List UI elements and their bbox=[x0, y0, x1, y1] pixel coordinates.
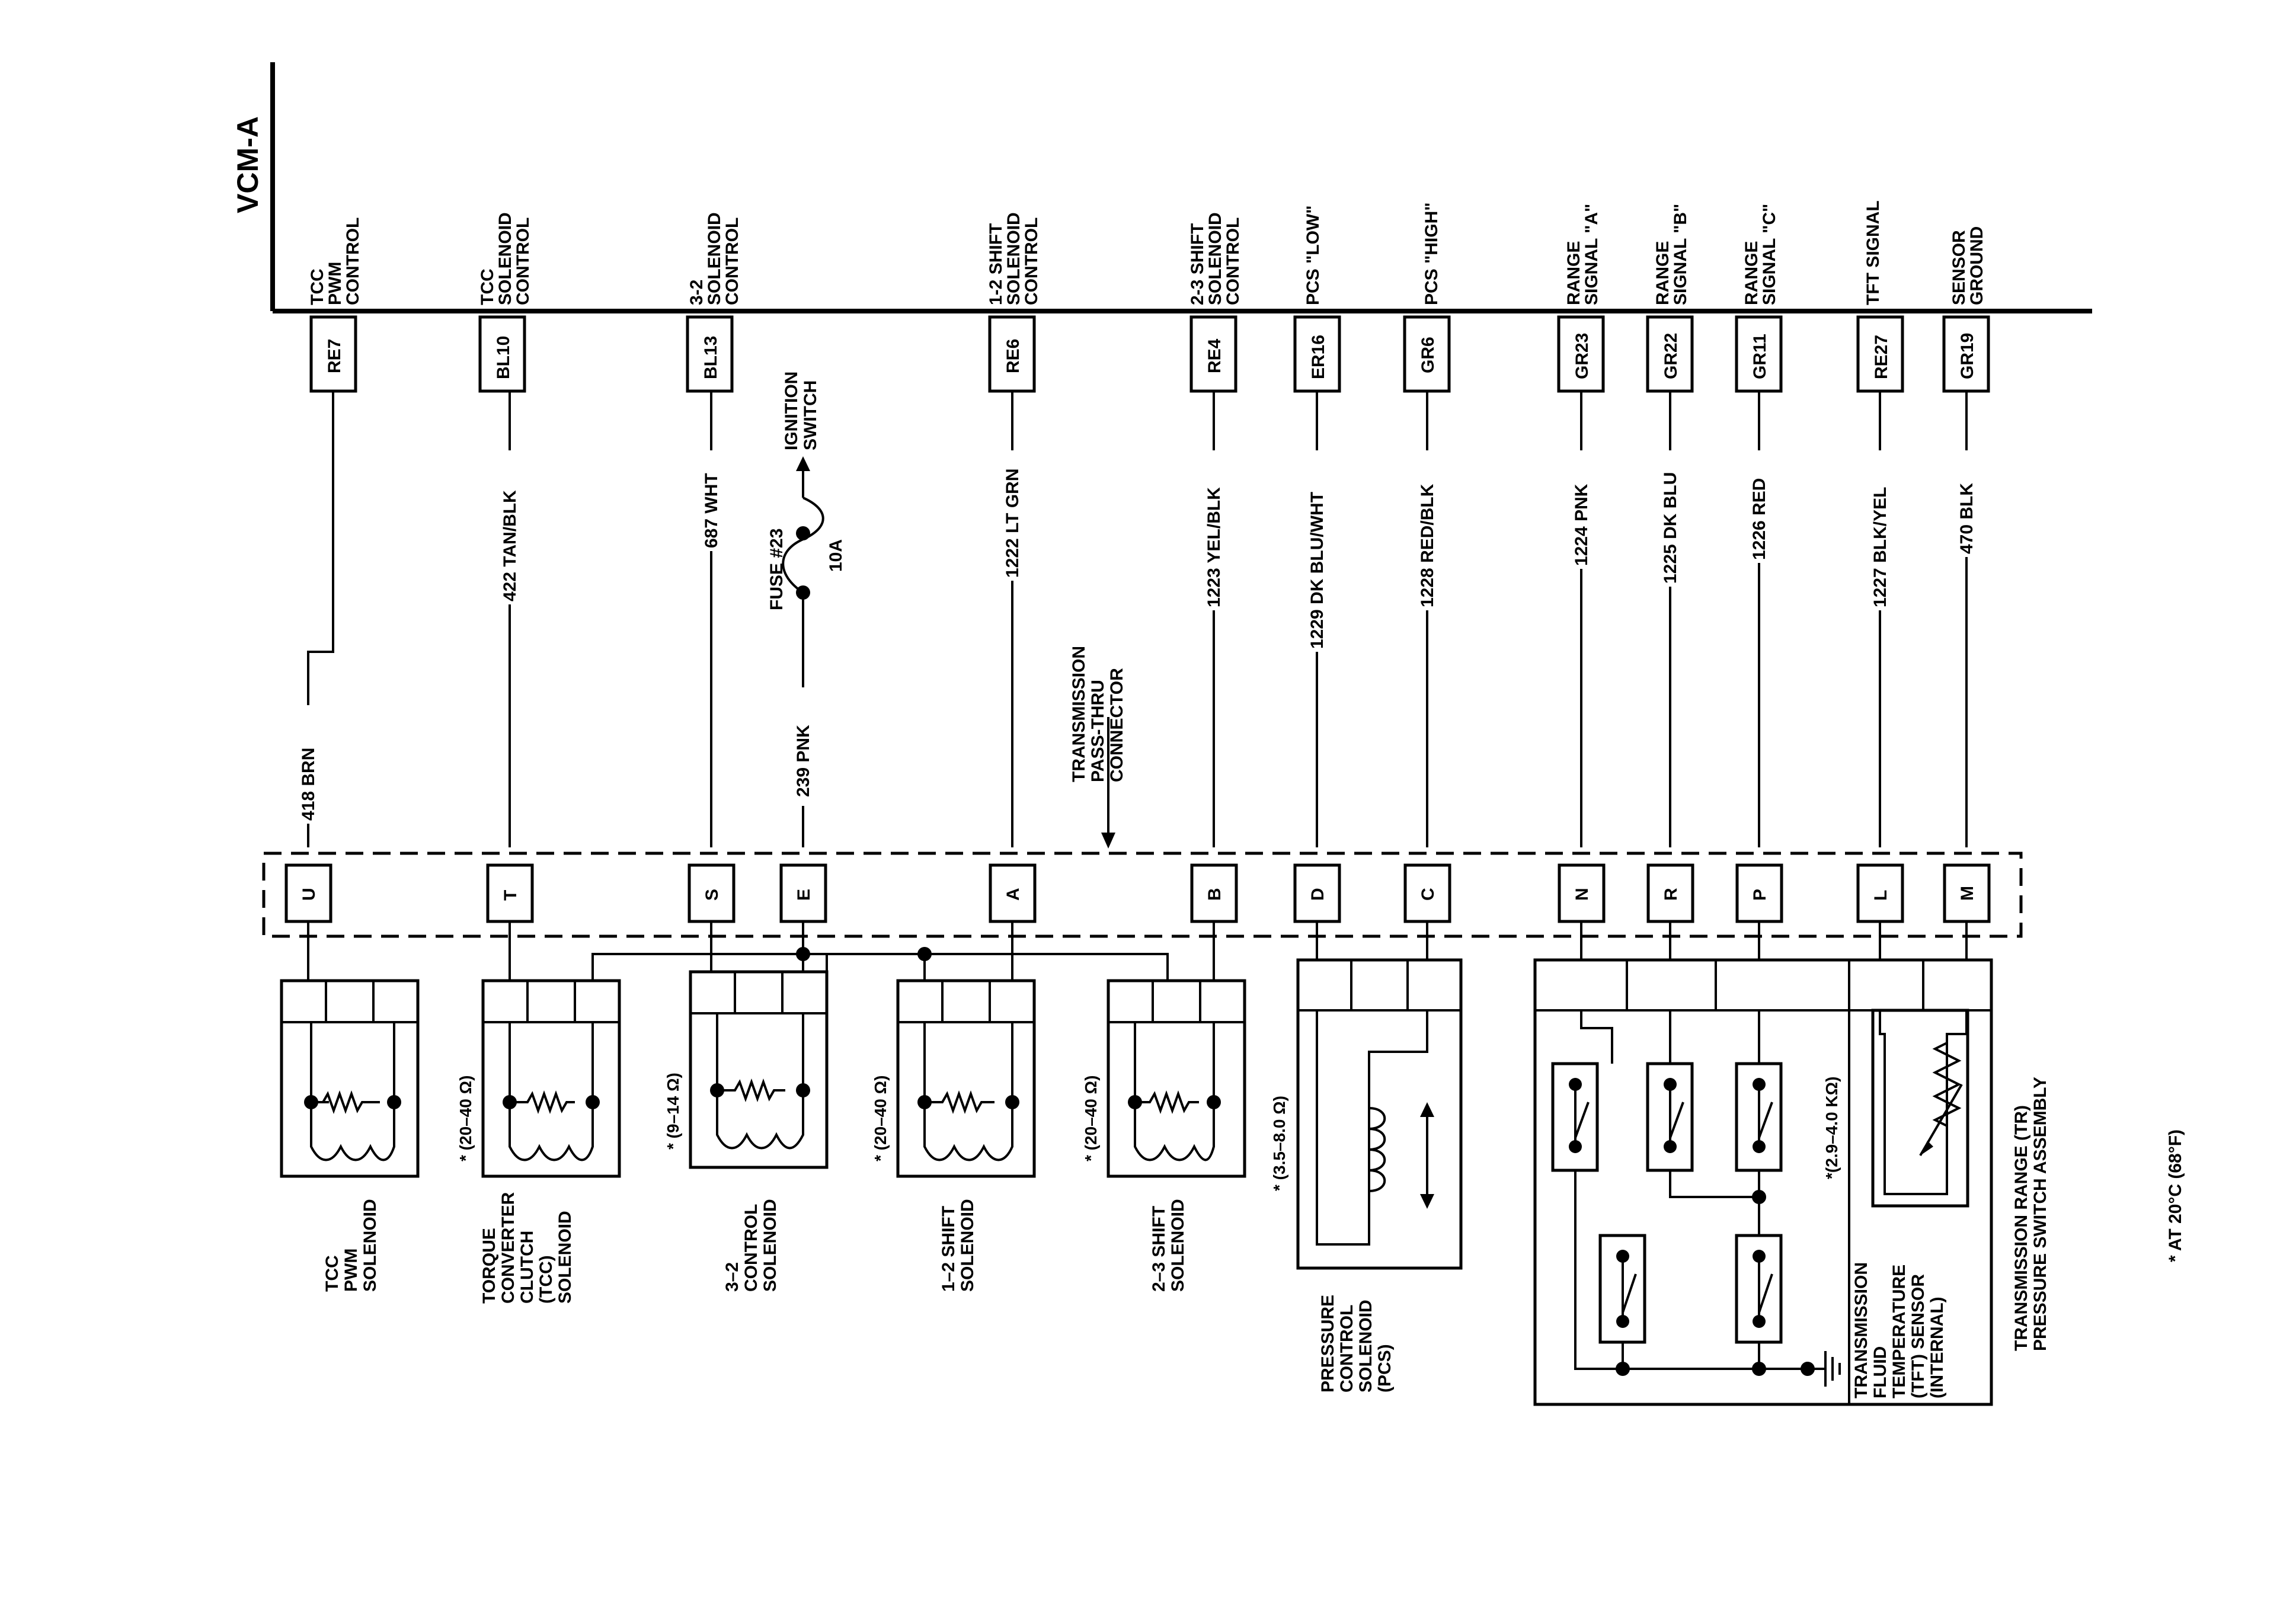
svg-text:E: E bbox=[794, 889, 814, 901]
wire-label: 422 TAN/BLK bbox=[500, 490, 520, 601]
wire-label: 239 PNK bbox=[794, 725, 813, 797]
terminal-label: 2-3 SHIFTSOLENOIDCONTROL bbox=[1188, 212, 1243, 305]
svg-text:T: T bbox=[501, 890, 520, 901]
module-pins: RE7 BL10 BL13 RE6 RE4 ER16 GR6 GR23 GR22… bbox=[309, 315, 1990, 393]
terminal-label: SENSORGROUND bbox=[1949, 226, 1987, 305]
ignition-switch-label: IGNITIONSWITCH bbox=[782, 372, 820, 450]
sol-3-2-solenoid: * (9–14 Ω) 3–2CONTROLSOLENOID bbox=[664, 970, 829, 1292]
wires bbox=[307, 391, 1968, 847]
svg-text:TCCPWMSOLENOID: TCCPWMSOLENOID bbox=[322, 1199, 380, 1292]
svg-text:* (20–40 Ω): * (20–40 Ω) bbox=[871, 1076, 890, 1161]
pin-label: RE6 bbox=[1003, 339, 1023, 373]
svg-text:U: U bbox=[299, 888, 319, 901]
wire-label: 1223 YEL/BLK bbox=[1204, 487, 1224, 607]
fuse-label: FUSE #23 bbox=[767, 529, 786, 610]
wire-label: 687 WHT bbox=[702, 473, 721, 548]
pin-label: GR23 bbox=[1572, 333, 1592, 379]
wire-label: 1228 RED/BLK bbox=[1418, 484, 1437, 607]
passthru-connector bbox=[262, 852, 2023, 938]
terminal-label: TCCSOLENOIDCONTROL bbox=[478, 212, 533, 305]
wire-label: 1222 LT GRN bbox=[1003, 469, 1022, 578]
terminal-labels: TCCPWMCONTROL TCCSOLENOIDCONTROL 3-2SOLE… bbox=[308, 200, 1987, 305]
svg-text:TRANSMISSION RANGE (TR)PRESSUR: TRANSMISSION RANGE (TR)PRESSURE SWITCH A… bbox=[2012, 1077, 2050, 1351]
terminal-label: RANGESIGNAL "A" bbox=[1564, 204, 1601, 305]
svg-text:D: D bbox=[1308, 888, 1328, 901]
pin-label: RE27 bbox=[1872, 335, 1891, 379]
lower-wires bbox=[307, 921, 1968, 981]
svg-text:* (9–14 Ω): * (9–14 Ω) bbox=[664, 1073, 682, 1150]
pcs-solenoid: * (3.5–8.0 Ω) PRESSURECONTROLSOLENOID(PC… bbox=[1270, 958, 1463, 1393]
svg-text:S: S bbox=[702, 889, 722, 901]
pin-label: GR22 bbox=[1661, 333, 1681, 379]
svg-text:* (20–40 Ω): * (20–40 Ω) bbox=[456, 1076, 475, 1161]
svg-text:L: L bbox=[1871, 890, 1891, 901]
wire-label: 1226 RED bbox=[1750, 478, 1769, 560]
pin-label: GR19 bbox=[1958, 333, 1977, 379]
pin-label: GR11 bbox=[1750, 334, 1770, 379]
terminal-label: PCS "HIGH" bbox=[1422, 203, 1441, 305]
pin-label: ER16 bbox=[1309, 335, 1328, 379]
tcc-pwm-solenoid: TCCPWMSOLENOID bbox=[280, 979, 420, 1292]
svg-text:A: A bbox=[1003, 888, 1023, 901]
terminal-label: 1-2 SHIFTSOLENOIDCONTROL bbox=[986, 212, 1041, 305]
wire-label: 418 BRN bbox=[299, 748, 318, 821]
svg-text:P: P bbox=[1750, 889, 1770, 901]
footnote: * AT 20°C (68°F) bbox=[2166, 1129, 2185, 1262]
svg-text:PRESSURECONTROLSOLENOID(PCS): PRESSURECONTROLSOLENOID(PCS) bbox=[1318, 1295, 1395, 1393]
wire-label: 1229 DK BLU/WHT bbox=[1307, 492, 1327, 649]
fuse-rating: 10A bbox=[826, 539, 846, 572]
wire-label: 470 BLK bbox=[1957, 483, 1977, 554]
svg-text:* (3.5–8.0 Ω): * (3.5–8.0 Ω) bbox=[1270, 1096, 1288, 1191]
terminal-label: RANGESIGNAL "C" bbox=[1742, 204, 1779, 305]
passthru-pins: U T S E A B D C N R P L M bbox=[284, 863, 1991, 923]
terminal-label: TCCPWMCONTROL bbox=[308, 217, 363, 305]
wire-label: 1227 BLK/YEL bbox=[1870, 487, 1890, 607]
pin-label: RE4 bbox=[1205, 338, 1224, 373]
svg-text:*(2.9–4.0 KΩ): *(2.9–4.0 KΩ) bbox=[1822, 1077, 1841, 1179]
wire-label: 1225 DK BLU bbox=[1661, 472, 1680, 584]
svg-text:N: N bbox=[1572, 888, 1592, 901]
terminal-label: RANGESIGNAL "B" bbox=[1653, 204, 1690, 305]
passthru-label: TRANSMISSIONPASS-THRUCONNECTOR bbox=[1069, 646, 1127, 782]
svg-text:* (20–40 Ω): * (20–40 Ω) bbox=[1082, 1076, 1100, 1161]
pin-label: GR6 bbox=[1418, 337, 1438, 373]
pin-label: RE7 bbox=[325, 339, 344, 373]
sol-2-3-solenoid: * (20–40 Ω) 2–3 SHIFTSOLENOID bbox=[1082, 979, 1246, 1292]
pin-label: BL13 bbox=[701, 336, 721, 379]
terminal-label: TFT SIGNAL bbox=[1863, 200, 1883, 305]
svg-text:R: R bbox=[1661, 888, 1681, 901]
tr-switch-assembly: *(2.9–4.0 KΩ) TRANSMISSIONFLUIDTEMPERATU… bbox=[1533, 958, 2050, 1406]
wire-labels: 418 BRN 422 TAN/BLK 687 WHT 239 PNK 1222… bbox=[296, 450, 1978, 824]
tcc-solenoid: * (20–40 Ω) TORQUECONVERTERCLUTCH(TCC)SO… bbox=[456, 979, 621, 1304]
terminal-label: PCS "LOW" bbox=[1303, 206, 1323, 305]
svg-text:M: M bbox=[1958, 886, 1977, 901]
svg-text:1–2 SHIFTSOLENOID: 1–2 SHIFTSOLENOID bbox=[939, 1199, 977, 1292]
svg-text:B: B bbox=[1205, 888, 1224, 901]
svg-text:3–2CONTROLSOLENOID: 3–2CONTROLSOLENOID bbox=[722, 1199, 780, 1292]
svg-text:2–3 SHIFTSOLENOID: 2–3 SHIFTSOLENOID bbox=[1149, 1199, 1188, 1292]
terminal-label: 3-2SOLENOIDCONTROL bbox=[687, 212, 742, 305]
pin-label: BL10 bbox=[494, 336, 513, 379]
sol-1-2-solenoid: * (20–40 Ω) 1–2 SHIFTSOLENOID bbox=[871, 979, 1036, 1292]
svg-text:C: C bbox=[1418, 888, 1438, 901]
module-title: VCM-A bbox=[231, 116, 264, 213]
svg-text:TORQUECONVERTERCLUTCH(TCC)SOLE: TORQUECONVERTERCLUTCH(TCC)SOLENOID bbox=[479, 1192, 575, 1304]
svg-text:TRANSMISSIONFLUIDTEMPERATURE(T: TRANSMISSIONFLUIDTEMPERATURE(TFT) SENSOR… bbox=[1851, 1262, 1947, 1398]
wire-label: 1224 PNK bbox=[1572, 484, 1591, 566]
